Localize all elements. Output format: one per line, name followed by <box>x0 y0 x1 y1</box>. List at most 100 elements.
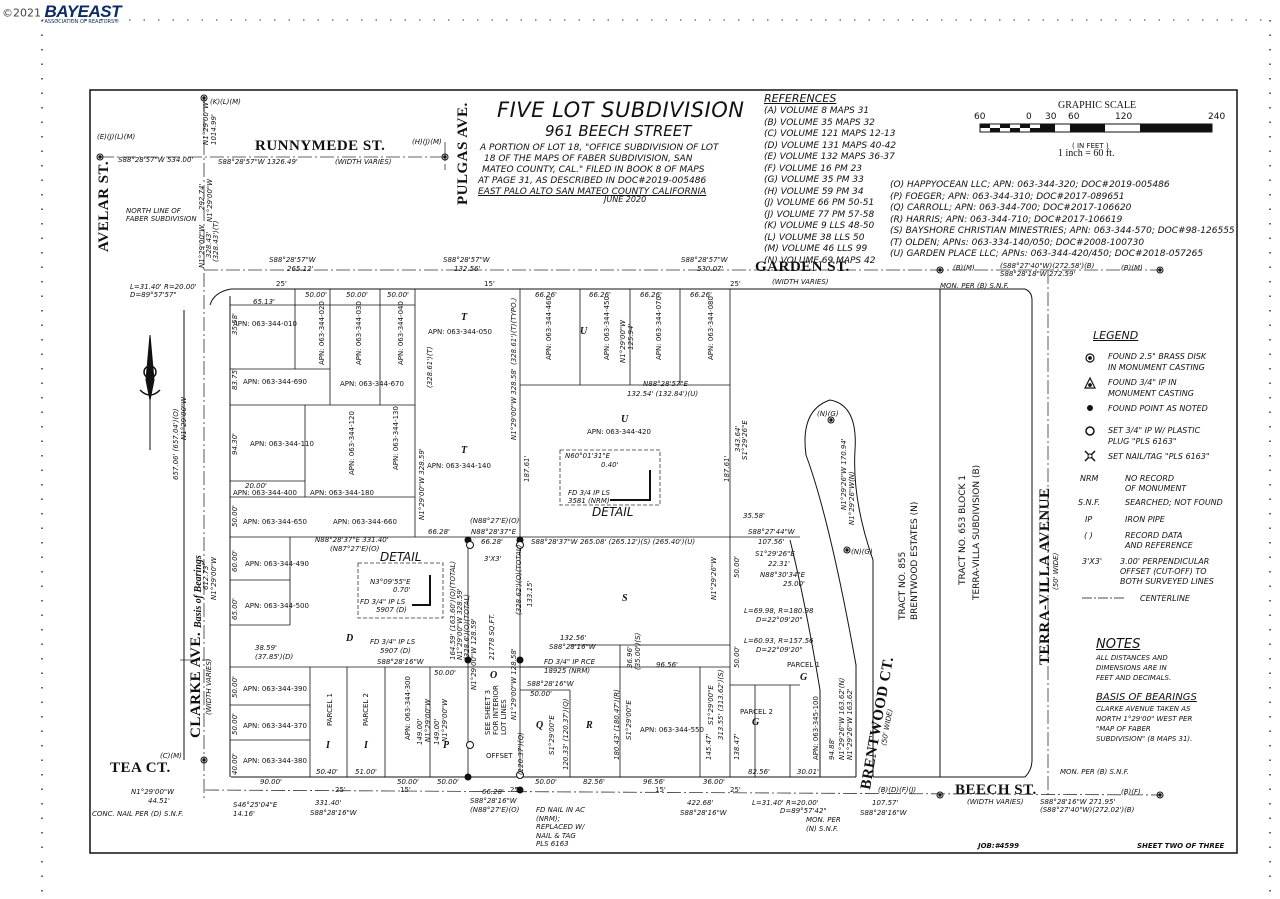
lot-lines-label: LOT LINES <box>500 699 508 735</box>
runnymede-width: (WIDTH VARIES) <box>335 158 392 166</box>
bayeast-logo: BAYEAST ASSOCIATION OF REALTORS® <box>45 2 122 25</box>
dim-text: 15' <box>655 786 666 794</box>
dim-text: (B)(M) <box>1121 264 1143 272</box>
apn-label: APN: 063-344-130 <box>392 406 400 470</box>
apn-label: APN: 063-344-500 <box>245 602 309 610</box>
street-lines <box>183 288 1033 778</box>
references-list: (A) VOLUME 8 MAPS 31 (B) VOLUME 35 MAPS … <box>764 106 896 267</box>
dim-text: N1°29'00"W <box>131 788 175 796</box>
legend-symbols <box>1082 353 1125 599</box>
clarke-width: (WIDTH VARIES) <box>205 658 213 716</box>
apn-label: APN: 063-344-690 <box>243 378 307 386</box>
dim-text: (S88°27'40"W)(272.58')(B) <box>1000 262 1095 270</box>
abbr-key: ( ) <box>1084 531 1093 540</box>
dim-text: 66.26' <box>535 291 557 299</box>
detail-label-right: DETAIL <box>592 505 634 519</box>
apn-label: APN: 063-344-110 <box>250 440 314 448</box>
dim-text: D=89°57'42" <box>780 807 827 815</box>
dim-text: L=60.93, R=157.56 <box>744 637 814 645</box>
detail-boxes <box>357 449 661 619</box>
abbr-centerline: CENTERLINE <box>1140 594 1190 603</box>
dim-text-vertical: (328.61')(T)(TYPO.) <box>510 297 518 365</box>
dim-text: 82.56' <box>748 768 770 776</box>
dim-text: (N)(G) <box>851 548 873 556</box>
dim-text-vertical: N1°29'00"W 328.58' <box>510 368 518 440</box>
dim-text: S88°28'16"W <box>310 809 357 817</box>
owner-item: (O) HAPPYOCEAN LLC; APN: 063-344-320; DO… <box>890 180 1170 190</box>
apn-label: APN: 063-344-040 <box>397 301 405 365</box>
plat-border <box>89 89 1238 854</box>
bearing-line: CLARKE AVENUE TAKEN AS <box>1096 705 1191 713</box>
abbr-text: NO RECORD OF MONUMENT <box>1125 474 1186 494</box>
reference-item: (D) VOLUME 131 MAPS 40-42 <box>764 140 897 151</box>
dim-text: (B)(F) <box>1121 788 1141 796</box>
tract-653: TRACT NO. 653 BLOCK 1 <box>958 475 968 585</box>
reference-item: (M) VOLUME 46 LLS 99 <box>764 244 868 254</box>
abbr-text: 3.00' PERPENDICULAR OFFSET (CUT-OFF) TO … <box>1120 557 1214 587</box>
dim-text: 132.56' <box>560 634 587 642</box>
parcel-label: PARCEL 1 <box>326 693 334 726</box>
dim-text: FD 3/4 IP LS <box>568 489 610 497</box>
dim-text: (N87°27'E)(O) <box>330 545 380 553</box>
dim-text-vertical: 40.00' <box>231 753 239 775</box>
dim-text-vertical: S1°29'00"E <box>707 685 715 725</box>
dim-text-vertical: 187.61' <box>523 455 531 482</box>
dim-text: N88°28'37"E 331.40' <box>315 536 389 544</box>
dim-text: 331.40' <box>315 799 342 807</box>
lot-letter: G <box>752 717 760 728</box>
dim-text: 14.16' <box>233 810 255 818</box>
dim-text-vertical: 60.00' <box>231 550 239 572</box>
parcel-label: PARCEL 1 <box>787 661 820 669</box>
dim-text-vertical: S1°29'00"E <box>548 715 556 755</box>
dim-text: 22.31' <box>768 560 790 568</box>
faber-line-label-2: FABER SUBDIVISION <box>126 215 197 223</box>
mon-per-n-line: (N) S.N.F. <box>806 824 839 833</box>
references-heading: REFERENCES <box>764 92 837 105</box>
legend-set-pipe: SET 3/4" IP W/ PLASTIC PLUG "PLS 6163" <box>1108 425 1200 447</box>
dim-text: L=69.98, R=180.98 <box>744 607 814 615</box>
reference-item: (L) VOLUME 38 LLS 50 <box>764 232 865 243</box>
dim-text-vertical: 94.30' <box>231 433 239 455</box>
dim-text: 5907 (D) <box>380 647 411 655</box>
dim-text: 0.70' <box>393 586 411 594</box>
apn-label: APN: 063-344-010 <box>233 320 297 328</box>
dim-text-vertical: 180.43' (180.47')(R) <box>613 689 621 760</box>
dim-text: N88°28'37"E <box>471 528 517 536</box>
dim-text-vertical: N1°29'00"W <box>180 396 188 440</box>
dim-text-vertical: S1°29'00"E <box>625 700 633 740</box>
dim-text: 25.00' <box>783 580 805 588</box>
dim-text: 422.68' <box>687 799 714 807</box>
dim-text-vertical: N1°29'00"W 128.59' <box>470 618 478 690</box>
desc-line-1: A PORTION OF LOT 18, "OFFICE SUBDIVISION… <box>480 143 719 153</box>
dim-text: (B)(D)(F)(J) <box>878 786 917 794</box>
lot-letter: I <box>364 740 368 751</box>
tract-855-sub: BRENTWOOD ESTATES (N) <box>910 501 920 620</box>
dim-text: 50.00' <box>437 778 459 786</box>
dim-text: S88°28'57"W 534.00' <box>118 156 194 164</box>
dim-text: 18925 (NRM) <box>544 667 591 675</box>
notes-text: ALL DISTANCES AND DIMENSIONS ARE IN FEET… <box>1096 653 1171 683</box>
bearing-line: SUBDIVISION" (8 MAPS 31). <box>1096 735 1193 743</box>
owners-list: (O) HAPPYOCEAN LLC; APN: 063-344-320; DO… <box>890 180 1235 261</box>
dim-text-vertical: N1°29'26"W(N) <box>848 471 856 525</box>
dim-text: (37.85')(D) <box>255 653 294 661</box>
scale-tick: 240 <box>1208 112 1226 122</box>
dim-text: 3'X3' <box>484 555 502 563</box>
dim-text: 50.00' <box>305 291 327 299</box>
desc-line-3: MATEO COUNTY, CAL." FILED IN BOOK 8 OF M… <box>482 165 705 175</box>
dim-text: (H)(J)(M) <box>412 138 442 146</box>
owner-item: (T) OLDEN; APNs: 063-334-140/050; DOC#20… <box>890 237 1145 248</box>
scale-tick: 60 <box>974 112 986 122</box>
notes-heading: NOTES <box>1096 637 1141 652</box>
abbr-line: RECORD DATA <box>1125 531 1183 540</box>
dim-text: (K)(L)(M) <box>210 98 241 106</box>
dim-text-vertical: 83.75' <box>231 368 239 390</box>
dim-text: S46°25'04"E <box>233 801 278 809</box>
street-pulgas: PULGAS AVE. <box>455 102 471 205</box>
apn-label: APN: 063-344-660 <box>333 518 397 526</box>
mon-per-n-line: MON. PER <box>806 816 841 824</box>
dim-text: 51.00' <box>355 768 377 776</box>
job-number: JOB:#4599 <box>978 842 1020 850</box>
dim-text: 66.26' <box>640 291 662 299</box>
desc-line-4: AT PAGE 31, AS DESCRIBED IN DOC#2019-005… <box>478 176 707 186</box>
